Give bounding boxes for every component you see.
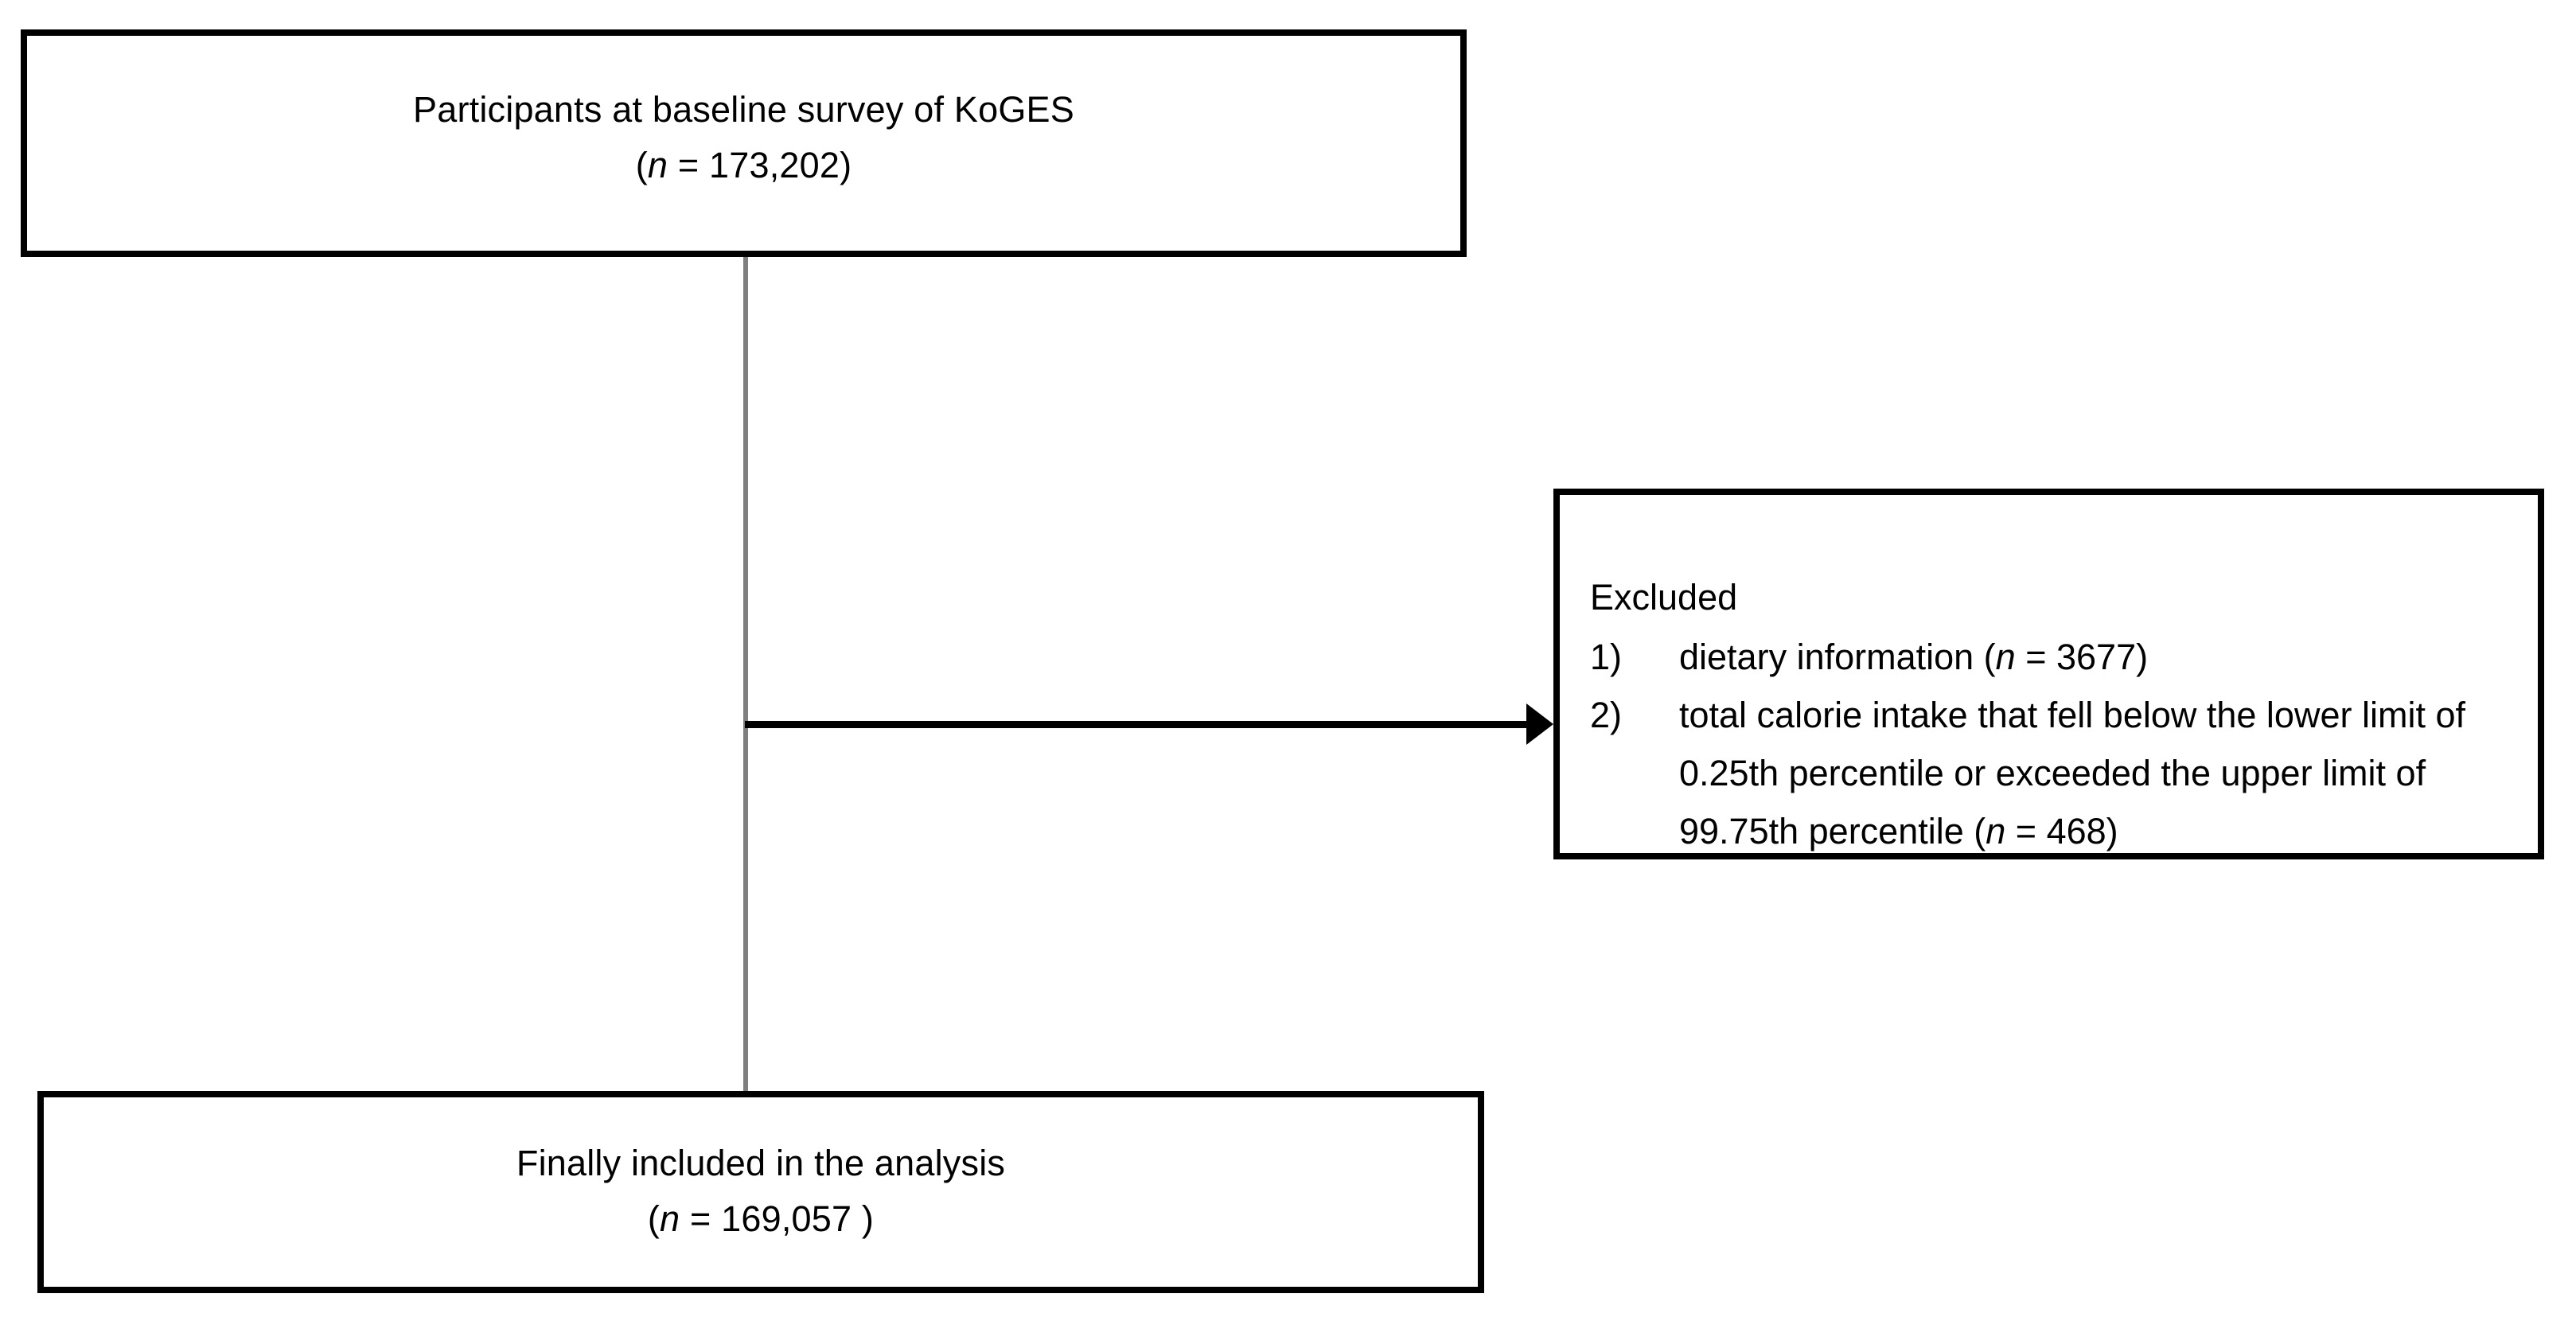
exclusion-reason-text-2: total calorie intake that fell below the…	[1679, 686, 2527, 860]
exclusion-reason-item-1: 1) dietary information (n = 3677)	[1590, 628, 2527, 686]
n-symbol: n	[647, 145, 668, 185]
n-symbol: n	[1995, 637, 2016, 677]
excluded-heading: Excluded	[1590, 577, 1738, 618]
exclusion-arrow-line	[745, 721, 1528, 728]
paren-open: (	[647, 1198, 661, 1239]
n-symbol: n	[660, 1198, 680, 1239]
baseline-count-line: (n = 173,202)	[27, 138, 1460, 193]
n-symbol: n	[1986, 811, 2006, 851]
baseline-title-line: Participants at baseline survey of KoGES	[413, 89, 1074, 130]
exclusion-reason-list: 1) dietary information (n = 3677) 2) tot…	[1590, 628, 2527, 860]
reason-2-text-before-n: total calorie intake that fell below the…	[1679, 695, 2465, 851]
list-marker-2: 2)	[1590, 695, 1623, 735]
excluded-participants-box: Excluded 1) dietary information (n = 367…	[1553, 489, 2544, 859]
reason-1-text-before-n: dietary information (	[1679, 637, 1996, 677]
exclusion-reason-text-1: dietary information (n = 3677)	[1679, 628, 2527, 686]
excluded-box-content: Excluded 1) dietary information (n = 367…	[1590, 568, 2527, 860]
baseline-box-text: Participants at baseline survey of KoGES…	[27, 82, 1460, 193]
baseline-participants-box: Participants at baseline survey of KoGES…	[21, 29, 1467, 257]
included-count-line: (n = 169,057 )	[44, 1191, 1478, 1247]
included-title-line: Finally included in the analysis	[516, 1143, 1006, 1183]
included-box-text: Finally included in the analysis (n = 16…	[44, 1136, 1478, 1247]
baseline-count-value: = 173,202)	[668, 145, 852, 185]
exclusion-arrowhead-icon	[1526, 703, 1553, 745]
exclusion-reason-item-2: 2) total calorie intake that fell below …	[1590, 686, 2527, 860]
reason-2-count-value: = 468)	[2005, 811, 2118, 851]
included-count-value: = 169,057 )	[680, 1198, 875, 1239]
paren-open: (	[635, 145, 648, 185]
vertical-connector-line	[743, 257, 748, 1102]
included-participants-box: Finally included in the analysis (n = 16…	[37, 1091, 1484, 1293]
list-marker-1: 1)	[1590, 637, 1623, 677]
reason-1-count-value: = 3677)	[2015, 637, 2149, 677]
